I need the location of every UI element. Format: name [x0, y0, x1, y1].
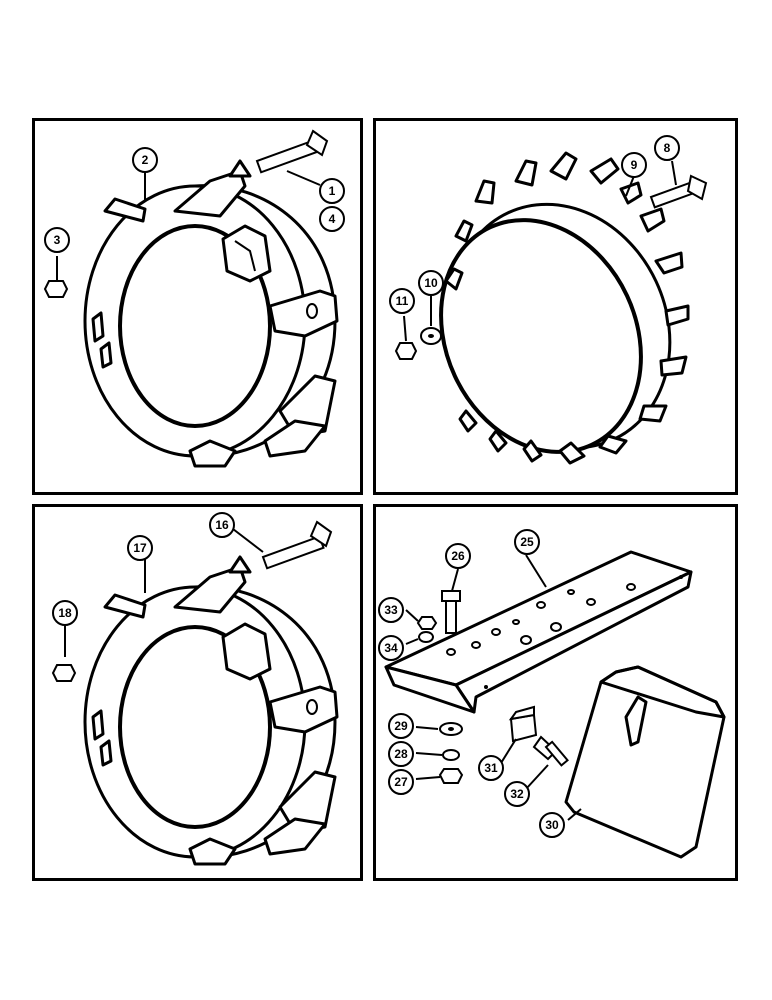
callout-1: 1	[319, 178, 345, 204]
panel-bottom-left: 17 16 18	[32, 504, 363, 881]
callout-10: 10	[418, 270, 444, 296]
callout-29: 29	[388, 713, 414, 739]
panel-bottom-right: 26 25 33 34 29 28 27 31 32 30	[373, 504, 738, 881]
callout-26: 26	[445, 543, 471, 569]
callout-34: 34	[378, 635, 404, 661]
callout-8: 8	[654, 135, 680, 161]
callout-9: 9	[621, 152, 647, 178]
callout-30: 30	[539, 812, 565, 838]
callout-25: 25	[514, 529, 540, 555]
weight-bracket-drawing	[384, 550, 726, 859]
wheel-weight-drawing-2	[51, 520, 339, 866]
callout-18: 18	[52, 600, 78, 626]
callout-17: 17	[127, 535, 153, 561]
callout-3: 3	[44, 227, 70, 253]
panel-top-left: 2 1 4 3	[32, 118, 363, 495]
callout-27: 27	[388, 769, 414, 795]
callout-2: 2	[132, 147, 158, 173]
front-wheel-weight-drawing	[43, 129, 339, 468]
callout-28: 28	[388, 741, 414, 767]
callout-11: 11	[389, 288, 415, 314]
callout-32: 32	[504, 781, 530, 807]
callout-31: 31	[478, 755, 504, 781]
rear-wheel-weight-drawing	[394, 151, 708, 465]
panel-top-right: 9 8 11 10	[373, 118, 738, 495]
callout-33: 33	[378, 597, 404, 623]
callout-4: 4	[319, 206, 345, 232]
callout-16: 16	[209, 512, 235, 538]
